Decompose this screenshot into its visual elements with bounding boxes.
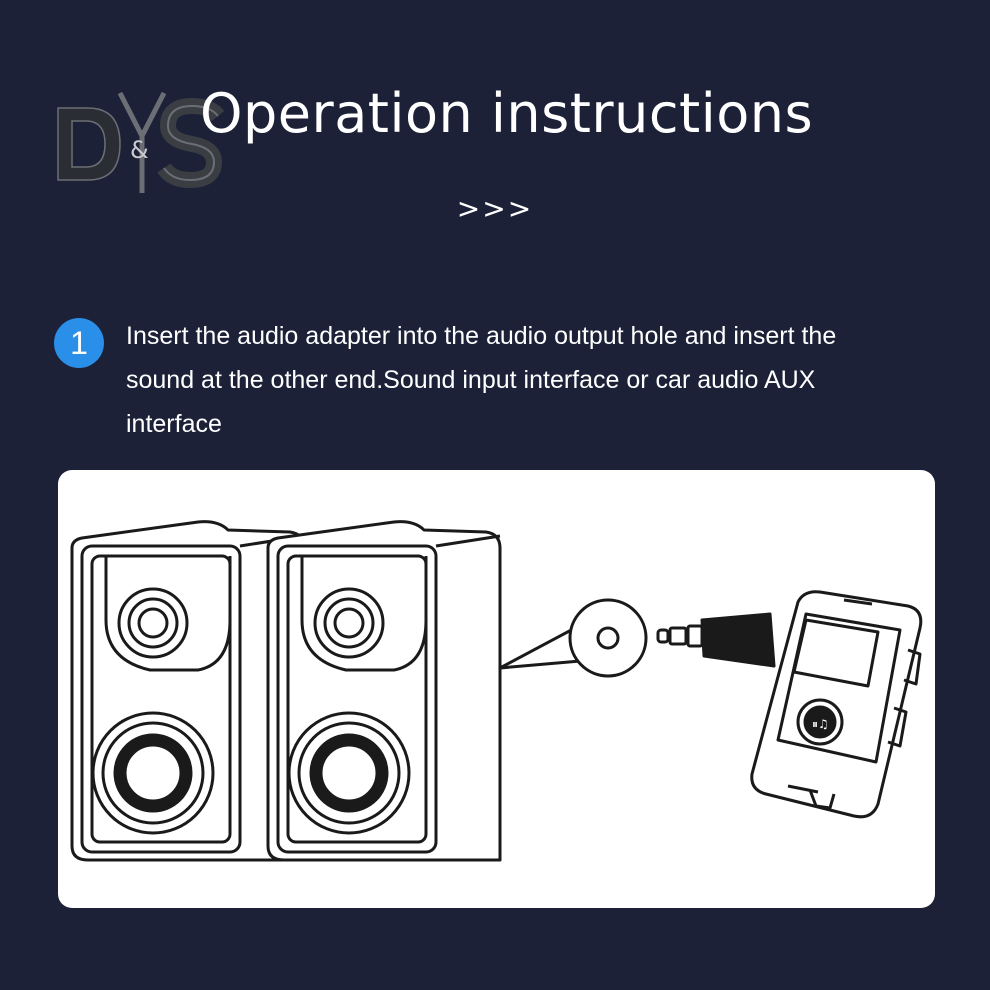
step-number-badge: 1	[54, 318, 104, 368]
right-speaker-icon	[266, 520, 502, 862]
audio-jack-icon	[656, 612, 776, 668]
pause-play-icon: ⏸♫	[812, 717, 829, 731]
chevron-right-icon: >>>	[456, 192, 534, 225]
speaker-adapter-drawing: ⏸♫	[70, 520, 923, 862]
brand-logo-graphic: &	[57, 91, 225, 193]
step-instruction-text: Insert the audio adapter into the audio …	[126, 322, 837, 438]
left-speaker-icon	[70, 520, 306, 862]
bluetooth-adapter-icon: ⏸♫	[750, 590, 923, 819]
brand-logo: &	[50, 88, 240, 198]
connection-illustration: ⏸♫	[58, 470, 935, 908]
page-title: Operation instructions	[200, 82, 814, 145]
aux-port-callout	[499, 598, 648, 678]
svg-text:&: &	[130, 136, 149, 164]
